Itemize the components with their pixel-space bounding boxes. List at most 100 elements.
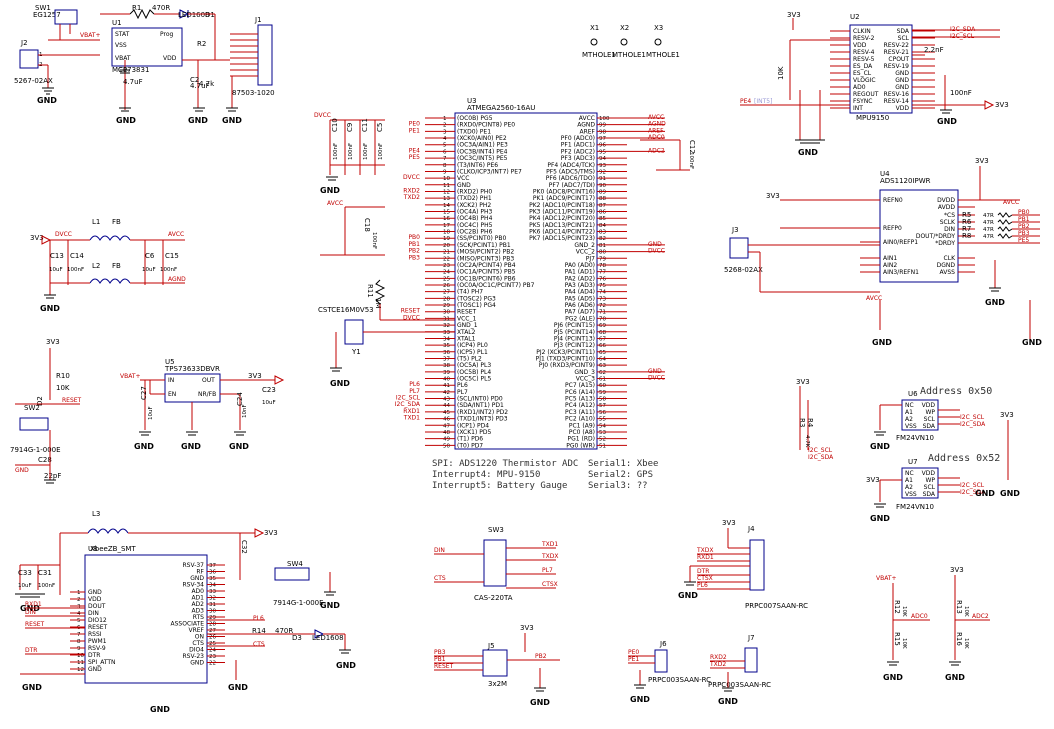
xbee-right-pin-label: AD2 (191, 601, 204, 608)
u3-left-pin-label: (SDA/INT1) PD1 (457, 402, 504, 409)
u4-series-resistor-ref: R7 (962, 225, 971, 233)
u3-left-pin-number: 22 (443, 256, 450, 262)
xbee-left-pin-number: 9 (77, 646, 81, 652)
svg-text:PL7: PL7 (542, 567, 553, 574)
svg-text:U8: U8 (88, 545, 98, 553)
u4-right-pin-label: AVSS (940, 269, 956, 276)
xbee-u8: L3 3V3 XbeeZB_SMT U8 GND1VDD2DOUT3DIN4DI… (15, 510, 356, 714)
u3-left-pin-number: 1 (443, 116, 447, 122)
u2-left-pin-label: AD0 (853, 84, 866, 91)
svg-text:10K: 10K (901, 638, 907, 649)
j1-ref: J1 (254, 16, 262, 24)
u3-left-pin-number: 21 (443, 250, 450, 256)
svg-text:OUT: OUT (202, 377, 215, 384)
j6-header: J6 PRPC003SAAN-RC PE0 PE1 GND (628, 640, 711, 704)
u3-left-pin-number: 46 (443, 417, 450, 423)
xbee-right-pin-label: GND (190, 660, 204, 667)
u1-part: MCP73831 (112, 66, 149, 74)
u3-left-pin-label: (ICP4) PL0 (457, 342, 488, 349)
u3-left-net-label: PE4 (409, 147, 420, 154)
svg-text:4.7k: 4.7k (199, 80, 215, 88)
u3-right-pin-label: PC3 (A11) (565, 409, 595, 416)
u3-left-pin-label: (TXD1/INT3) PD3 (457, 416, 508, 423)
svg-text:VBAT+: VBAT+ (120, 373, 141, 380)
u3-left-pin-label: GND_1 (457, 322, 478, 329)
svg-text:10uF: 10uF (148, 406, 154, 420)
u3-left-net-label: PL7 (409, 388, 420, 395)
svg-text:Address 0x52: Address 0x52 (928, 453, 1000, 464)
u3-right-pin-label: GND_3 (574, 369, 595, 376)
xbee-right-pin-number: 29 (209, 615, 216, 621)
svg-text:4.7uF: 4.7uF (190, 82, 210, 90)
eeprom-right-pin-label: SCL (924, 416, 936, 423)
u3-left-pin-number: 11 (443, 183, 450, 189)
u3-left-pin-number: 20 (443, 243, 450, 249)
u3-left-pin-number: 39 (443, 370, 450, 376)
svg-text:SW3: SW3 (488, 526, 504, 534)
svg-text:R10: R10 (56, 372, 70, 380)
u3-left-pin-number: 32 (443, 323, 450, 329)
u4-left-pin-label: AIN0/REFP1 (883, 239, 918, 246)
vbat-net: VBAT+ (80, 32, 101, 39)
u2-right-pin-label: SDA (897, 28, 910, 35)
u3-left-pin-label: (SCK/PCINT1) PB1 (457, 242, 511, 249)
svg-text:FB: FB (112, 262, 121, 270)
u3-left-pin-number: 17 (443, 223, 450, 229)
svg-text:I2C_SCL: I2C_SCL (808, 447, 833, 454)
xbee-left-pin-label: DIO12 (88, 617, 107, 624)
u3-right-pin-label: PK0 (ADC8/PCINT16) (533, 188, 595, 195)
u5-regulator: U5 TPS73633DBVR IN EN OUT NR/FB VBAT+ C2… (120, 358, 285, 451)
u3-left-pin-label: (OC3B/INT4) PE4 (457, 148, 508, 155)
xbee-right-pin-number: 23 (209, 654, 216, 660)
svg-text:4.7uF: 4.7uF (123, 78, 143, 86)
u3-left-pin-label: (OC1A/PCINT5) PB5 (457, 269, 516, 276)
u3-right-pin-number: 54 (599, 423, 606, 429)
xbee-right-pin-label: ON (195, 634, 204, 641)
xbee-right-pin-number: 27 (209, 628, 216, 634)
u3-left-net-label: I2C_SDA (395, 401, 421, 408)
u3-right-pin-label: PC4 (A12) (565, 402, 595, 409)
svg-text:4.7K: 4.7K (804, 435, 810, 448)
svg-text:RXD2: RXD2 (710, 654, 727, 661)
u3-right-pin-label: PF4 (ADC4/TCK) (547, 162, 595, 169)
svg-text:J6: J6 (659, 640, 667, 648)
u3-left-pin-number: 42 (443, 390, 450, 396)
svg-text:PB2: PB2 (535, 653, 547, 660)
u3-left-net-label: PE0 (409, 121, 420, 128)
u4-right-pin-label: SCLK (940, 219, 956, 226)
u3-left-pin-number: 31 (443, 316, 450, 322)
u3-right-pin-label: PC2 (A10) (565, 416, 595, 423)
mounthole-icon (590, 38, 598, 46)
svg-text:U4: U4 (880, 170, 890, 178)
svg-text:3V3: 3V3 (796, 378, 810, 386)
u3-right-pin-label: PJ6 (PCINT15) (554, 322, 595, 329)
u3-left-net-label: PB1 (408, 241, 420, 248)
u3-left-pin-number: 34 (443, 336, 450, 342)
u3-left-pin-label: (MISO/PCINT3) PB3 (457, 255, 514, 262)
svg-text:10nF: 10nF (242, 404, 248, 418)
u3-right-pin-label: PF6 (ADC6/TDO) (546, 175, 595, 182)
svg-text:X1: X1 (590, 24, 599, 32)
u3-left-net-label: PE1 (409, 127, 420, 134)
u3-right-pin-number: 75 (599, 283, 606, 289)
crystal-icon (344, 319, 364, 345)
svg-text:PB3: PB3 (434, 649, 446, 656)
u3-left-pin-number: 3 (443, 129, 447, 135)
u3-left-pin-number: 15 (443, 210, 450, 216)
eeprom-right-pin-label: VDD (922, 470, 936, 477)
svg-text:7914G-1-000E: 7914G-1-000E (273, 599, 324, 607)
svg-text:3V3: 3V3 (46, 338, 60, 346)
u4-left-pin-label: AIN2 (883, 262, 897, 269)
svg-text:D3: D3 (292, 634, 302, 642)
u3-right-pin-label: PJ0 (RXD3/PCINT9) (539, 362, 595, 369)
svg-text:GND: GND (678, 591, 698, 600)
svg-text:GND: GND (150, 705, 170, 714)
u3-left-pin-label: (CLKO/ICP3/INT7) PE7 (457, 168, 522, 175)
svg-text:ADS1120IPWR: ADS1120IPWR (880, 177, 931, 185)
svg-text:C33: C33 (18, 569, 32, 577)
svg-text:VBAT+: VBAT+ (876, 575, 897, 582)
svg-text:10K: 10K (963, 606, 969, 617)
u4-pb-net-label: PB0 (1018, 209, 1030, 216)
svg-text:VSS: VSS (115, 42, 127, 49)
svg-text:R15: R15 (893, 632, 901, 646)
